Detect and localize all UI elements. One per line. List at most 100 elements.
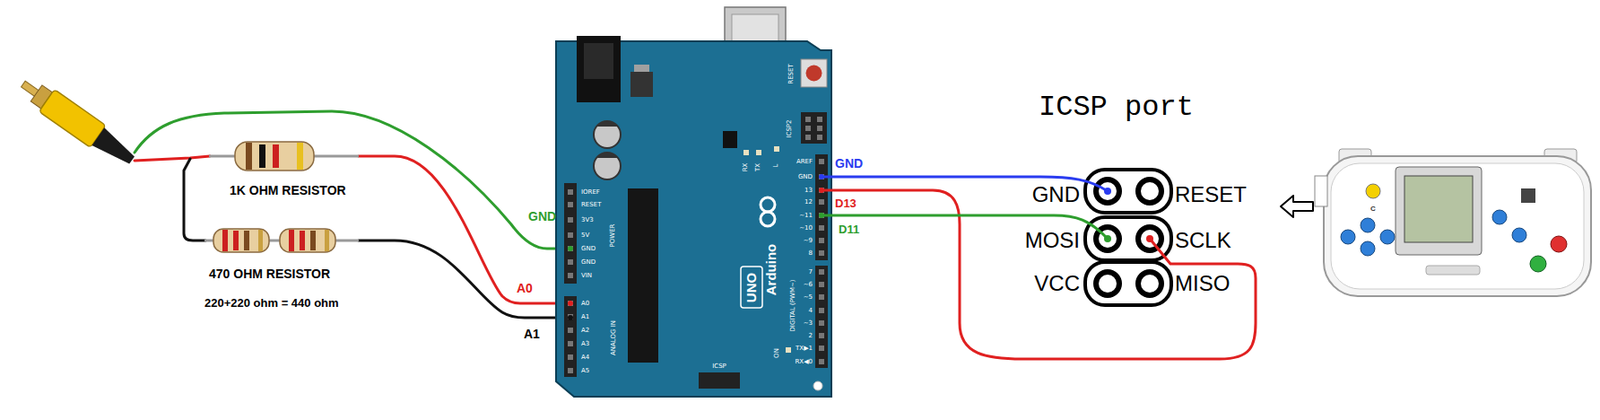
arduino-board xyxy=(722,130,738,148)
arduino-board xyxy=(567,189,574,374)
pin-label: GND xyxy=(1032,183,1080,206)
arduino-board xyxy=(805,125,811,131)
arduino-board xyxy=(593,121,621,148)
signal-wire xyxy=(821,190,1256,359)
arduino-board xyxy=(567,232,574,238)
signal-wire xyxy=(183,158,206,241)
arduino-board xyxy=(817,125,823,131)
pin-label: RESET xyxy=(581,201,601,209)
wire-end xyxy=(818,173,825,180)
arduino-board xyxy=(800,112,827,144)
resistor-symbol xyxy=(299,230,305,251)
arduino-board xyxy=(805,134,811,140)
arduino-board xyxy=(567,340,574,347)
signal-label: D11 xyxy=(838,223,860,235)
arduino-board xyxy=(567,201,574,208)
pin-label: GND xyxy=(581,245,596,253)
resistor-symbol xyxy=(288,229,295,252)
wire-end xyxy=(1104,234,1112,243)
arduino-board xyxy=(817,116,823,122)
resistor-symbol xyxy=(234,141,314,171)
arduino-board xyxy=(818,187,825,193)
board-label: ICSP xyxy=(712,363,727,370)
gamebuino-console xyxy=(1323,156,1592,296)
pin-label: VIN xyxy=(581,272,592,279)
pin-label: A5 xyxy=(581,367,590,374)
arduino-board xyxy=(567,367,574,374)
arduino-board xyxy=(698,372,740,389)
arduino-board xyxy=(630,71,653,97)
arduino-board xyxy=(567,217,574,223)
board-logo: UNO xyxy=(745,271,759,302)
arduino-board xyxy=(760,197,775,212)
arduino-board xyxy=(818,294,825,300)
gamebuino-console xyxy=(1360,217,1375,233)
board-label: RESET xyxy=(788,63,795,84)
signal-label: GND xyxy=(834,156,863,170)
pin-label: TX▶1 xyxy=(795,345,813,352)
resistor-symbol xyxy=(324,229,330,252)
arduino-board xyxy=(564,182,577,284)
signal-label: D13 xyxy=(834,197,857,209)
pin-label: ~9 xyxy=(803,237,813,244)
pin-label: GND xyxy=(581,259,596,266)
icsp-header xyxy=(1085,169,1172,213)
rca-plug xyxy=(92,127,139,169)
icsp-header xyxy=(1085,261,1172,305)
arduino-board xyxy=(818,225,825,231)
arduino-board xyxy=(818,212,825,218)
arduino-board xyxy=(818,358,825,365)
arduino-board xyxy=(815,265,828,368)
hollow-arrow xyxy=(1280,195,1314,218)
pin-label: ~3 xyxy=(803,320,813,327)
arduino-board xyxy=(818,250,825,256)
arduino-board xyxy=(817,134,823,140)
icsp-header xyxy=(1138,271,1162,296)
gamebuino-console xyxy=(1404,175,1473,243)
arduino-board xyxy=(818,158,825,365)
pin-label: GND xyxy=(798,173,813,181)
signal-wire xyxy=(358,240,571,318)
pin-label: MOSI xyxy=(1025,229,1080,252)
pin-label: AREF xyxy=(796,158,813,166)
board-label: ANALOG IN xyxy=(610,320,618,356)
resistor-symbol xyxy=(204,239,214,243)
arduino-board xyxy=(567,327,574,333)
pin-label: 8 xyxy=(808,250,813,257)
resistor-symbol xyxy=(233,230,239,251)
arduino-board xyxy=(596,121,618,127)
gamebuino-console xyxy=(1492,209,1507,225)
gamebuino-console xyxy=(1550,235,1567,253)
pin-label: 12 xyxy=(804,199,813,206)
rca-plug xyxy=(15,72,140,171)
wire-end xyxy=(567,314,574,321)
pin-label: 13 xyxy=(804,187,813,194)
wire-end xyxy=(1104,187,1112,195)
signal-wire xyxy=(134,111,571,318)
wire-end xyxy=(567,300,574,306)
resistor-symbol xyxy=(243,230,250,251)
pin-label: A4 xyxy=(581,354,590,361)
part-label: 470 OHM RESISTOR xyxy=(208,267,331,280)
pin-label: 4 xyxy=(808,307,813,314)
arduino-board xyxy=(806,65,823,82)
arduino-board xyxy=(593,152,621,180)
arduino-board xyxy=(785,347,792,353)
icsp-header xyxy=(1138,179,1162,203)
pin-label: ~6 xyxy=(803,281,813,288)
resistor-symbol xyxy=(208,141,359,171)
signal-label: A1 xyxy=(523,327,540,340)
pin-label: 5V xyxy=(581,232,590,239)
arduino-board xyxy=(818,320,825,326)
board-label: POWER xyxy=(609,223,617,247)
icsp-header xyxy=(1095,271,1120,296)
pin-label: RESET xyxy=(1174,183,1247,206)
board-label: TX xyxy=(755,162,762,171)
arduino-board xyxy=(634,64,650,73)
board-logo: Arduino xyxy=(765,243,779,296)
arduino-board xyxy=(564,295,577,377)
gamebuino-console xyxy=(1330,163,1584,289)
arduino-board xyxy=(627,188,659,363)
gamebuino-console xyxy=(1426,265,1480,275)
resistor-symbol xyxy=(208,155,235,158)
